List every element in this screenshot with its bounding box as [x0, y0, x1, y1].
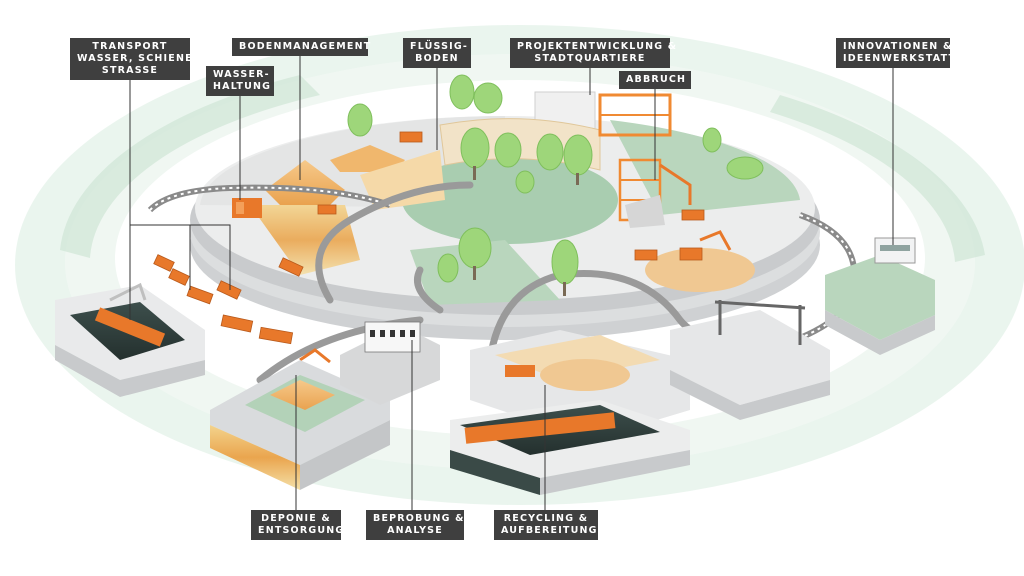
rail-bridge-module — [670, 300, 830, 420]
label-transport: TRANSPORT WASSER, SCHIENE, STRASSE — [70, 38, 196, 80]
lab-building — [340, 321, 440, 405]
label-innovationen: INNOVATIONEN & IDEENWERKSTATT — [836, 38, 955, 68]
label-beprobung: BEPROBUNG & ANALYSE — [366, 510, 464, 540]
label-wasserhaltung: WASSER- HALTUNG — [206, 66, 274, 96]
label-projektentwicklung: PROJEKTENTWICKLUNG & STADTQUARTIERE — [510, 38, 676, 68]
vehicles — [153, 131, 772, 377]
rubble-pile — [645, 248, 755, 292]
harbour-module — [55, 282, 205, 397]
barge-module — [450, 400, 690, 495]
innovation-module — [825, 237, 935, 355]
label-recycling: RECYCLING & AUFBEREITUNG — [494, 510, 598, 540]
leader-lines — [129, 52, 894, 510]
label-bodenmanagement: BODENMANAGEMENT — [232, 38, 370, 56]
label-fluessigboden: FLÜSSIG- BODEN — [403, 38, 471, 68]
trees — [347, 74, 764, 296]
central-park — [402, 156, 618, 244]
label-abbruch: ABBRUCH — [619, 71, 691, 89]
water-management-module — [232, 198, 262, 218]
label-deponie: DEPONIE & ENTSORGUNG — [251, 510, 343, 540]
excavators — [299, 163, 732, 364]
